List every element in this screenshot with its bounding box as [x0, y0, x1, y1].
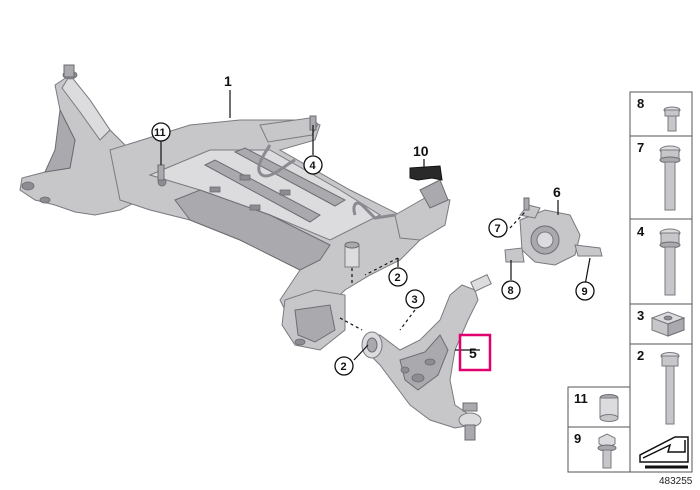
parts-item-2-label: 2	[637, 348, 644, 363]
callout-5-highlight: 5	[458, 333, 492, 372]
bolt-7-icon	[659, 145, 681, 211]
parts-item-11[interactable]: 11	[574, 391, 619, 422]
wishbone-control-arm[interactable]	[361, 274, 492, 441]
direction-arrow-icon	[639, 436, 689, 469]
highlight-box	[458, 333, 492, 372]
callout-7: 7	[488, 218, 508, 238]
parts-item-7-label: 7	[637, 140, 644, 155]
parts-list-panel: 8 7 4	[567, 91, 693, 473]
heat-shield-10[interactable]	[409, 165, 443, 181]
callout-4-text: 4	[310, 160, 317, 172]
callout-2-lower-text: 2	[341, 361, 347, 373]
sleeve-icon	[599, 394, 619, 422]
parts-item-3-label: 3	[637, 308, 644, 323]
parts-item-7[interactable]: 7	[637, 140, 681, 211]
callout-11-text: 11	[154, 127, 166, 139]
callout-11: 11	[151, 122, 171, 142]
parts-item-9-label: 9	[574, 431, 581, 446]
callout-7-text: 7	[495, 223, 501, 235]
hydro-mount-6[interactable]	[504, 197, 603, 266]
parts-item-4-label: 4	[637, 224, 645, 239]
callout-9-text: 9	[582, 286, 588, 298]
callout-2-lower: 2	[334, 356, 354, 376]
bolt-8-icon	[663, 106, 681, 132]
callout-10: 10	[413, 143, 429, 159]
callout-6-text: 6	[553, 184, 561, 200]
callout-8: 8	[501, 280, 521, 300]
parts-item-8-label: 8	[637, 96, 644, 111]
callout-4: 4	[303, 155, 323, 175]
callout-3-text: 3	[412, 294, 418, 306]
front-axle-subframe[interactable]	[19, 64, 451, 351]
parts-item-9[interactable]: 9	[574, 431, 617, 469]
bolt-4-icon	[659, 228, 681, 296]
bolt-9-icon	[597, 433, 617, 469]
square-nut-icon	[650, 311, 686, 337]
callout-6: 6	[553, 184, 561, 200]
callout-8-text: 8	[508, 285, 514, 297]
callout-9: 9	[575, 281, 595, 301]
parts-item-4[interactable]: 4	[637, 224, 681, 296]
callout-10-text: 10	[413, 143, 429, 159]
parts-item-2[interactable]: 2	[637, 348, 680, 425]
document-number: 483255	[659, 476, 693, 487]
callout-1: 1	[224, 73, 232, 89]
parts-item-3[interactable]: 3	[637, 308, 686, 337]
parts-item-8[interactable]: 8	[637, 96, 681, 132]
callout-2-upper-text: 2	[395, 272, 401, 284]
callout-5-text: 5	[469, 345, 477, 361]
callout-2-upper: 2	[388, 267, 408, 287]
bolt-2-icon	[660, 352, 680, 425]
parts-item-11-label: 11	[574, 391, 588, 406]
callout-3: 3	[405, 289, 425, 309]
callout-1-text: 1	[224, 73, 232, 89]
